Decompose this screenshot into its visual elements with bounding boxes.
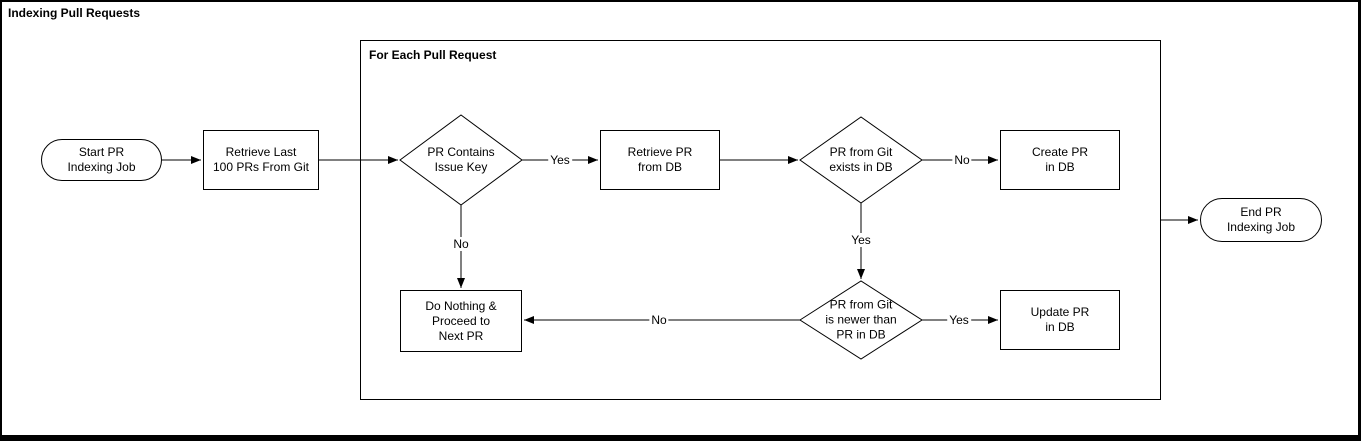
node-update-pr-in-db[interactable]: Update PR in DB [1000,290,1120,350]
group-label: For Each Pull Request [369,48,497,62]
node-end-pr-indexing-job[interactable]: End PR Indexing Job [1200,198,1322,242]
node-retrieve-last-100-prs[interactable]: Retrieve Last 100 PRs From Git [203,130,319,190]
decision-label-pr-newer-than-db: PR from Git is newer than PR in DB [825,297,897,342]
edge-label-contains-no: No [451,237,471,251]
decision-label-pr-exists-in-db: PR from Git exists in DB [829,145,893,174]
node-start-pr-indexing-job[interactable]: Start PR Indexing Job [41,139,162,181]
decision-pr-newer-than-db[interactable] [799,280,923,360]
node-do-nothing-proceed[interactable]: Do Nothing & Proceed to Next PR [400,290,522,352]
decision-pr-contains-issue-key[interactable] [399,114,523,206]
decision-pr-exists-in-db[interactable] [799,116,923,204]
node-create-pr-in-db[interactable]: Create PR in DB [1000,130,1120,190]
edge-label-newer-yes: Yes [947,313,971,327]
edge-label-exists-no: No [952,153,972,167]
for-each-pull-request-group[interactable]: For Each Pull Request [360,40,1161,400]
edge-label-newer-no: No [649,313,669,327]
page-title: Indexing Pull Requests [8,6,141,20]
edge-label-contains-yes: Yes [548,153,572,167]
decision-label-pr-contains-issue-key: PR Contains Issue Key [427,145,495,174]
node-retrieve-pr-from-db[interactable]: Retrieve PR from DB [600,130,720,190]
edge-label-exists-yes: Yes [849,233,873,247]
